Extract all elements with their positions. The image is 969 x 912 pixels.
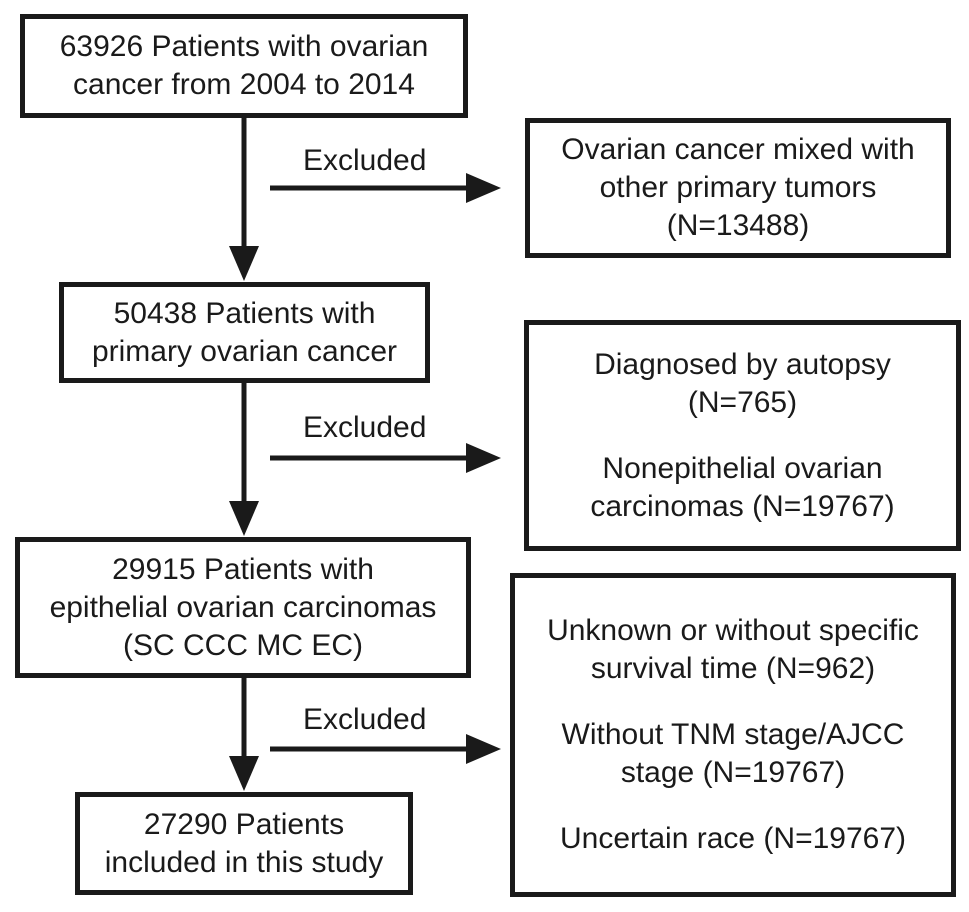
box-epithelial: 29915 Patients with epithelial ovarian c… bbox=[15, 537, 471, 678]
box-initial-cohort-line2: cancer from 2004 to 2014 bbox=[73, 68, 415, 101]
exclusion-nonepithelial-line1: Nonepithelial ovarian bbox=[602, 451, 883, 485]
box-primary-ovarian-line2: primary ovarian cancer bbox=[91, 334, 398, 368]
box-initial-cohort: 63926 Patients with ovarian cancer from … bbox=[20, 14, 468, 118]
excluded-label-1: Excluded bbox=[303, 144, 427, 177]
excluded-label-3: Excluded bbox=[303, 703, 427, 736]
box-epithelial-line2: epithelial ovarian carcinomas bbox=[49, 590, 437, 624]
box-initial-cohort-line1: 63926 Patients with ovarian bbox=[59, 30, 429, 63]
arrow-b3-to-b4 bbox=[229, 678, 259, 791]
exclusion-autopsy-line1: Diagnosed by autopsy bbox=[594, 347, 891, 381]
exclusion-autopsy-line2: (N=765) bbox=[687, 385, 798, 419]
box-final-cohort: 27290 Patients included in this study bbox=[75, 792, 413, 895]
exclusion-box-mixed-tumors-line2: other primary tumors bbox=[599, 171, 877, 204]
arrow-exclusion-2 bbox=[270, 443, 501, 473]
exclusion-box-mixed-tumors: Ovarian cancer mixed with other primary … bbox=[525, 118, 951, 258]
exclusion-stage-line1: Without TNM stage/AJCC bbox=[561, 718, 905, 751]
exclusion-box-survival-stage-race: Unknown or without specific survival tim… bbox=[510, 573, 956, 897]
box-epithelial-line3: (SC CCC MC EC) bbox=[123, 628, 363, 662]
exclusion-box-autopsy-nonepithelial: Diagnosed by autopsy (N=765) Nonepitheli… bbox=[524, 320, 961, 551]
exclusion-survival-line2: survival time (N=962) bbox=[590, 652, 876, 685]
exclusion-nonepithelial-line2: carcinomas (N=19767) bbox=[590, 489, 895, 523]
arrow-b1-to-b2 bbox=[229, 118, 259, 281]
box-primary-ovarian: 50438 Patients with primary ovarian canc… bbox=[59, 282, 430, 383]
exclusion-stage-line2: stage (N=19767) bbox=[620, 756, 846, 789]
box-primary-ovarian-line1: 50438 Patients with bbox=[113, 296, 376, 330]
excluded-label-2: Excluded bbox=[303, 411, 427, 444]
exclusion-survival-line1: Unknown or without specific bbox=[547, 614, 919, 647]
box-epithelial-line1: 29915 Patients with bbox=[112, 552, 374, 586]
arrow-exclusion-1 bbox=[270, 173, 501, 203]
exclusion-race-line1: Uncertain race (N=19767) bbox=[559, 822, 906, 855]
arrow-b2-to-b3 bbox=[229, 383, 259, 536]
box-final-cohort-line1: 27290 Patients bbox=[143, 807, 345, 841]
exclusion-box-mixed-tumors-line1: Ovarian cancer mixed with bbox=[561, 133, 915, 166]
box-final-cohort-line2: included in this study bbox=[104, 845, 384, 879]
exclusion-box-mixed-tumors-line3: (N=13488) bbox=[666, 209, 810, 242]
arrow-exclusion-3 bbox=[270, 734, 501, 764]
